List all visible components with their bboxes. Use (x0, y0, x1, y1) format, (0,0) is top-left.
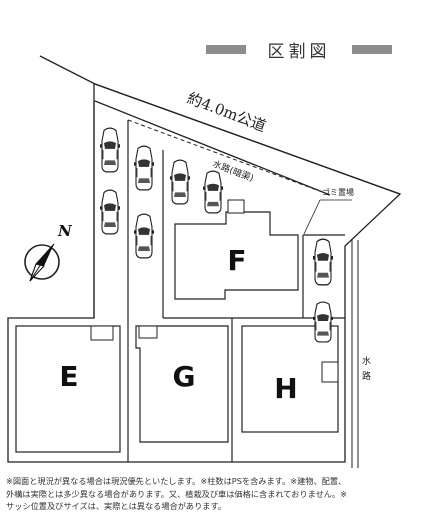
note-line: サッシ位置及びサイズは、実際とは異なる場合があります。 (6, 501, 226, 511)
car-icon (312, 301, 334, 343)
site-plan-diagram: N 約4.0m公道 水路(暗渠) ゴミ置場 水路 F E G H (7, 55, 402, 468)
side-waterway-label: 水路 (360, 355, 371, 386)
north-label: N (57, 222, 73, 240)
house-g-outline (135, 325, 229, 443)
lot-label-f: F (227, 244, 246, 277)
lot-label-h: H (274, 372, 297, 405)
disclaimer-notes: ※図面と現況が異なる場合は現況優先といたします。※柱数はPSを含みます。※建物、… (6, 475, 416, 513)
note-line: ※図面と現況が異なる場合は現況優先といたします。※柱数はPSを含みます。※建物、… (6, 476, 347, 486)
title-bar-left (206, 44, 246, 54)
car-icon (133, 213, 155, 259)
car-icon (312, 238, 334, 286)
car-icon (99, 127, 121, 173)
title-bar-right (352, 44, 392, 54)
house-f-outline (174, 211, 299, 300)
car-icon (202, 170, 224, 214)
page-title: 区割図 (267, 41, 331, 62)
road-edge-inner (94, 100, 331, 196)
car-icon (99, 189, 121, 235)
road-label: 約4.0m公道 (185, 89, 269, 136)
lot-label-g: G (173, 360, 196, 393)
garbage-area-label: ゴミ置場 (322, 187, 354, 197)
car-icon (169, 159, 191, 205)
house-e-outline (15, 325, 121, 453)
car-icon (133, 145, 155, 191)
lot-label-e: E (59, 360, 78, 393)
road-edge (94, 83, 401, 195)
note-line: 外構は実際とは多少異なる場合があります。又、植栽及び車は価格に含まれておりません… (6, 488, 347, 499)
title-block: 区割図 (206, 36, 392, 62)
culvert-line (127, 119, 326, 194)
north-arrow-icon (24, 243, 60, 282)
